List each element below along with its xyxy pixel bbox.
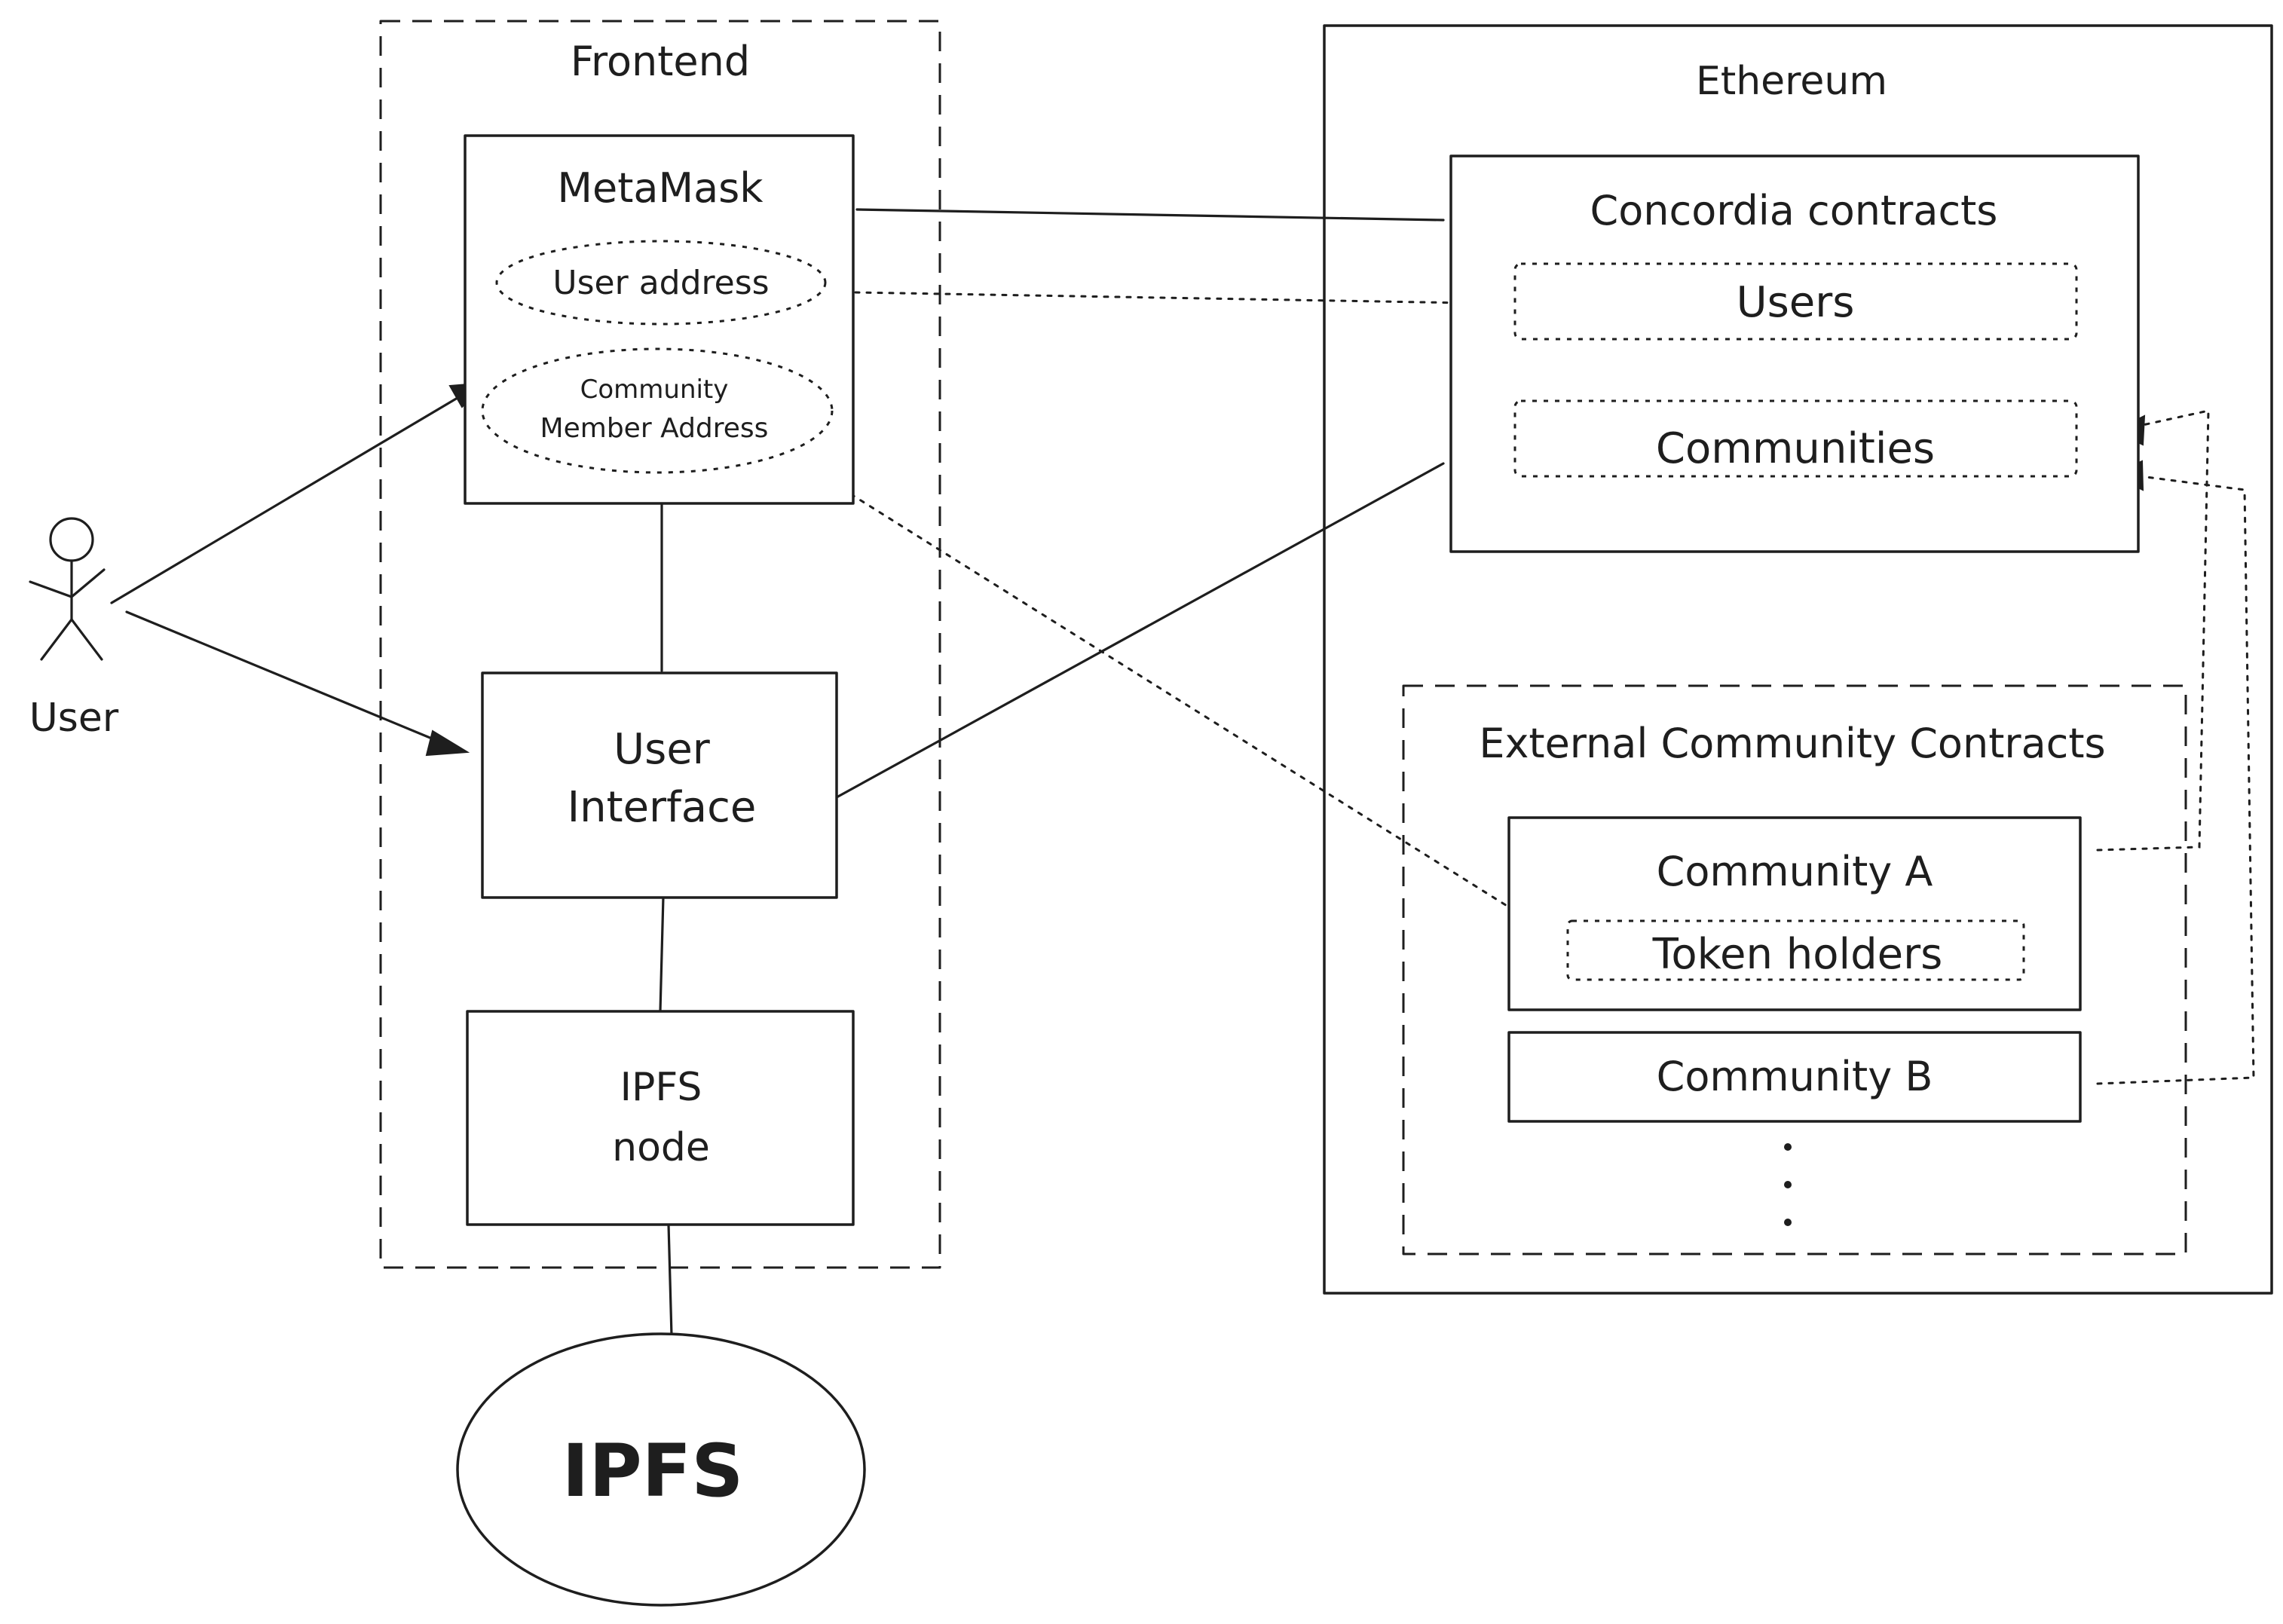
ui-concordia-link (835, 462, 1445, 799)
token-holders-box (1566, 919, 2025, 981)
useraddress-users-link (854, 291, 1467, 304)
user-address-ellipse (495, 240, 827, 326)
communities-contract-box (1513, 399, 2078, 478)
users-contract-box (1513, 262, 2078, 341)
user-label: User (29, 696, 119, 741)
users-contract-label: Users (1737, 278, 1855, 327)
ui-ipfsnode-link (659, 895, 665, 1013)
user-address-label: User address (552, 264, 769, 302)
frontend-group (379, 20, 941, 1269)
concordia-contracts-box (1449, 154, 2140, 553)
metamask-label: MetaMask (557, 164, 764, 212)
user-metamask-arrow (110, 394, 463, 604)
metamask-concordia-link (855, 208, 1445, 222)
user-ui-arrow (125, 610, 442, 744)
token-holders-label: Token holders (1652, 930, 1943, 979)
user-interface-label-line1: User (614, 725, 711, 774)
ipfs-node-box (466, 1010, 855, 1226)
community-member-label-line2: Member Address (540, 413, 769, 444)
community-member-label-line1: Community (580, 375, 729, 405)
member-tokenholders-link (782, 451, 1524, 917)
ipfsnode-ipfs-link (667, 1223, 673, 1337)
community-a-box (1507, 816, 2082, 1011)
metamask-box (464, 134, 855, 505)
communityb-communities-link (2096, 475, 2255, 1085)
ipfs-node-label-line1: IPFS (620, 1065, 702, 1110)
user-actor-icon (29, 517, 106, 661)
community-b-label: Community B (1657, 1053, 1933, 1100)
community-member-address-ellipse (481, 347, 834, 474)
ipfs-node-label-line2: node (612, 1125, 710, 1170)
community-b-box (1507, 1031, 2082, 1123)
communitya-communities-link (2096, 409, 2210, 852)
concordia-contracts-label: Concordia contracts (1590, 187, 1998, 234)
external-community-group (1402, 684, 2187, 1255)
communities-contract-label: Communities (1656, 424, 1935, 473)
ipfs-network-label: IPFS (562, 1429, 744, 1513)
user-interface-box (481, 671, 838, 899)
frontend-label: Frontend (571, 38, 750, 85)
ipfs-network-ellipse (456, 1332, 866, 1607)
user-ui-arrowhead (425, 729, 470, 757)
ethereum-group (1323, 24, 2273, 1295)
more-communities-ellipsis-icon (1784, 1143, 1792, 1226)
community-a-label: Community A (1657, 848, 1933, 895)
ethereum-label: Ethereum (1696, 59, 1887, 104)
external-community-label: External Community Contracts (1479, 720, 2105, 767)
user-interface-label-line2: Interface (568, 783, 757, 832)
